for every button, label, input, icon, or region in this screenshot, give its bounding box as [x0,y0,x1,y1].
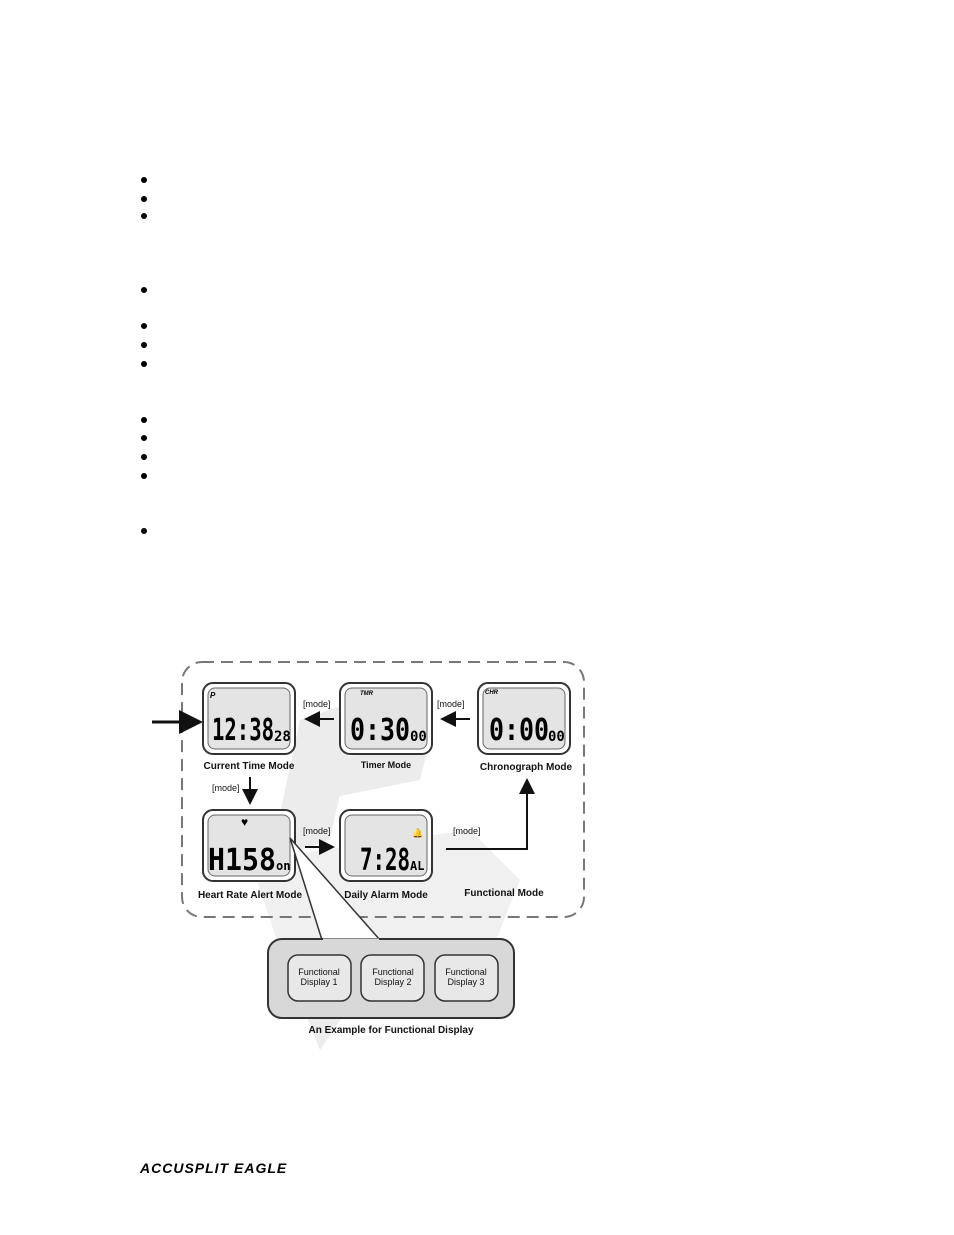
current-time-main: 12:38 [212,713,274,748]
daily-alarm-display: 🔔 7:28 AL [339,809,433,882]
bullet-4 [141,287,147,293]
bullet-2 [141,196,147,202]
bullet-3 [141,213,147,219]
mode-label-4: [mode] [303,826,331,836]
mode-label-3: [mode] [212,783,240,793]
bullet-8 [141,417,147,423]
timer-sub: 00 [410,729,427,745]
bullet-12 [141,528,147,534]
functional-display-caption: An Example for Functional Display [308,1025,473,1036]
bullet-5 [141,323,147,329]
heart-rate-display: ♥ H158 on [202,809,296,882]
daily-alarm-sub: AL [410,859,424,873]
current-time-display: P 12:38 28 [202,682,296,755]
bullet-6 [141,342,147,348]
bullet-9 [141,435,147,441]
functional-display-3-line2: Display 3 [447,977,484,987]
bullet-7 [141,361,147,367]
current-time-seconds: 28 [274,729,291,745]
heart-rate-main: H158 [208,843,276,878]
functional-mode-frame [181,661,585,918]
functional-display-panel: Functional Display 1 Functional Display … [267,938,515,1019]
timer-mode-label: Timer Mode [361,760,411,770]
bullet-11 [141,473,147,479]
bullet-1 [141,177,147,183]
daily-alarm-mode-label: Daily Alarm Mode [344,890,428,901]
functional-mode-label: Functional Mode [464,888,544,899]
functional-display-1-line1: Functional [298,967,340,977]
heart-rate-alert-mode-label: Heart Rate Alert Mode [198,890,303,901]
brand-logo: ACCUSPLIT EAGLE [140,1160,288,1176]
heart-rate-sub: on [276,859,290,873]
bell-icon: 🔔 [412,828,423,838]
current-time-indicator: P [210,691,216,700]
chronograph-mode-label: Chronograph Mode [480,762,573,773]
mode-label-1: [mode] [303,699,331,709]
mode-label-2: [mode] [437,699,465,709]
current-time-mode-label: Current Time Mode [204,761,295,772]
timer-main: 0:30 [350,713,410,748]
arrow-alarm-to-chrono [446,778,535,850]
mode-label-5: [mode] [453,826,481,836]
daily-alarm-main: 7:28 [360,843,410,878]
chronograph-sub: 00 [548,729,565,745]
chronograph-indicator: CHR [485,690,499,696]
functional-display-1-line2: Display 1 [300,977,337,987]
timer-display: TMR 0:30 00 [339,682,433,755]
chronograph-main: 0:00 [489,713,549,748]
functional-display-3-line1: Functional [445,967,487,977]
bullet-10 [141,454,147,460]
heart-icon: ♥ [241,815,248,829]
timer-indicator: TMR [360,691,374,697]
functional-display-2-line1: Functional [372,967,414,977]
chronograph-display: CHR 0:00 00 [477,682,571,755]
functional-display-2-line2: Display 2 [374,977,411,987]
